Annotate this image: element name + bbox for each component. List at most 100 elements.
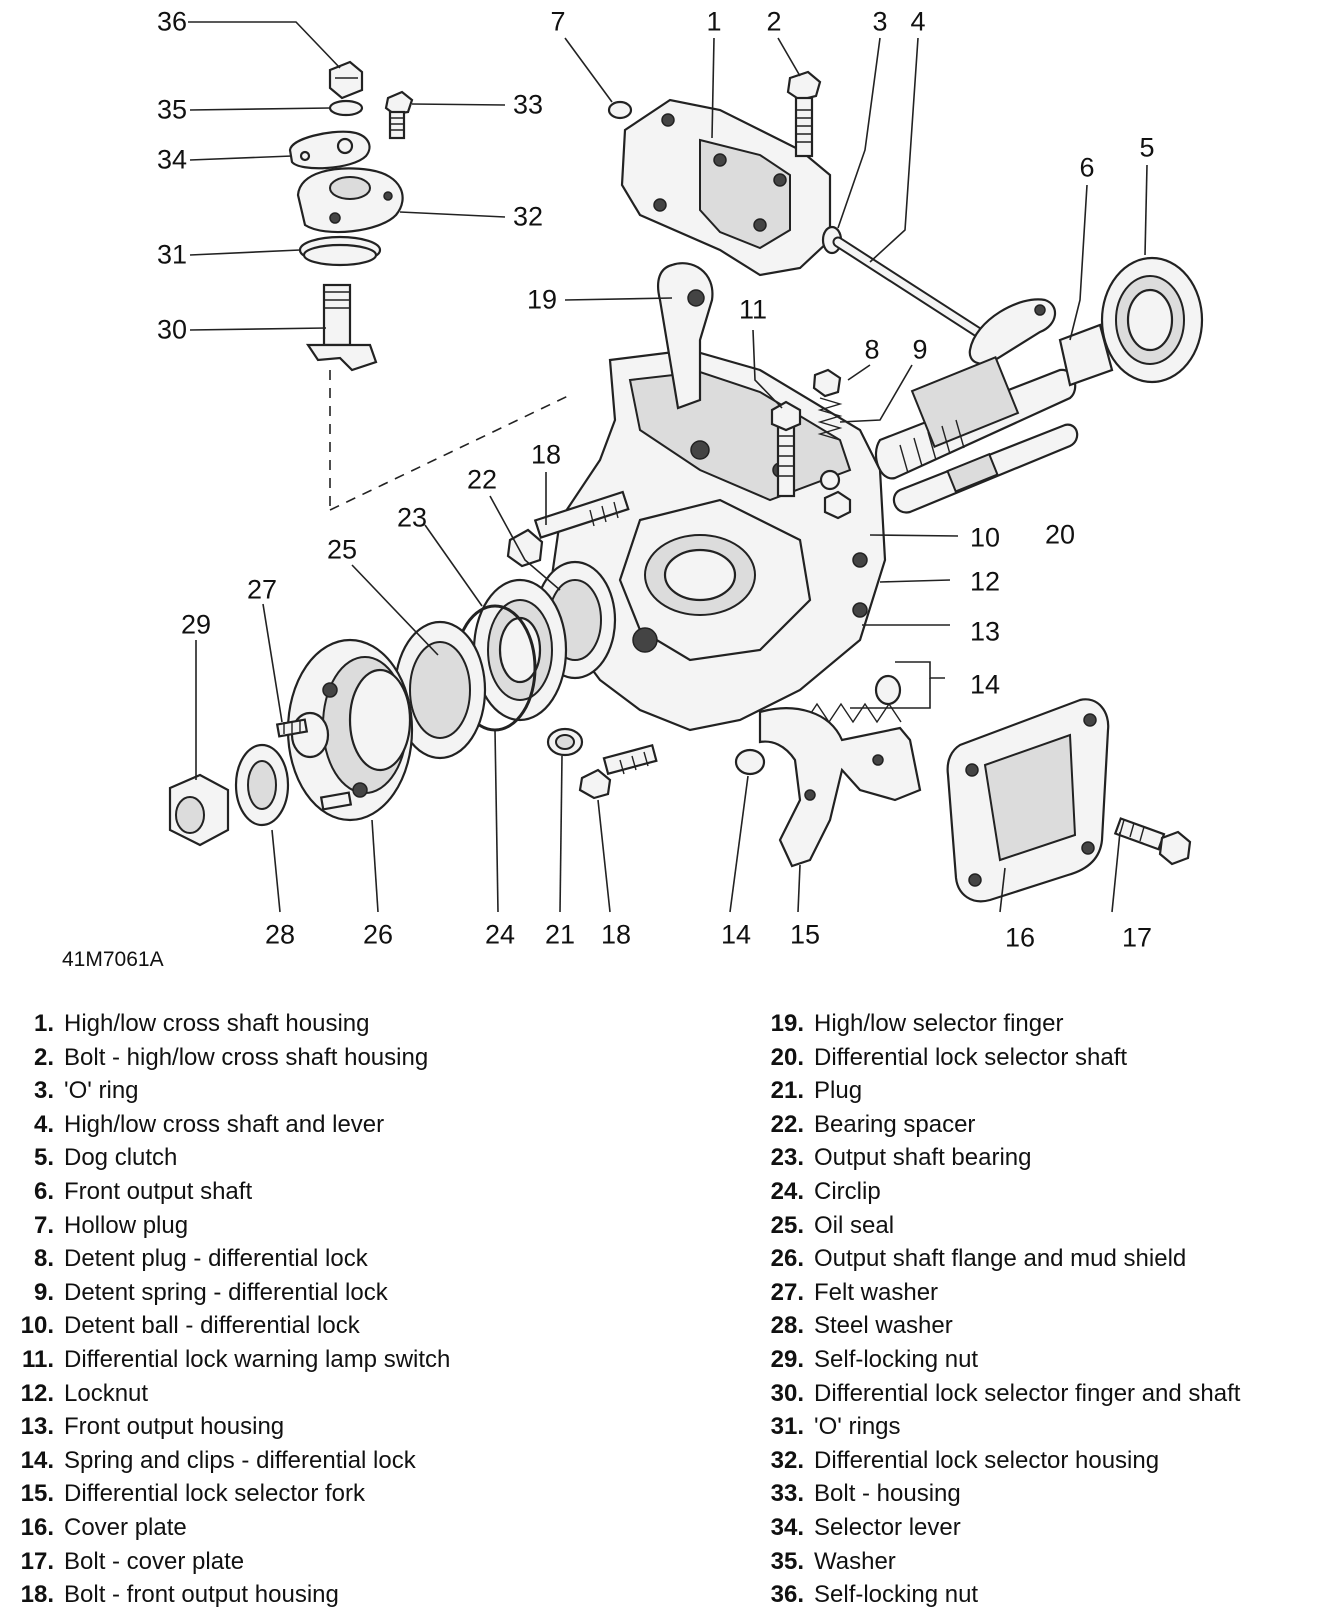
callout-21: 21 [544, 919, 576, 950]
callout-33: 33 [512, 89, 544, 120]
figure-id: 41M7061A [62, 948, 164, 971]
part-6-front-output-shaft [874, 323, 1114, 480]
legend-number: 13. [20, 1413, 54, 1441]
part-2-bolt [786, 70, 822, 158]
legend-number: 36. [770, 1581, 804, 1609]
part-20-diff-lock-selector-shaft [892, 423, 1079, 514]
callout-14-lower: 14 [720, 919, 752, 950]
legend-text: Output shaft bearing [814, 1144, 1032, 1172]
legend-text: Differential lock selector finger and sh… [814, 1379, 1241, 1407]
callout-22: 22 [466, 464, 498, 495]
legend-number: 26. [770, 1245, 804, 1273]
part-30-selector-finger-and-shaft [305, 283, 378, 372]
callout-13: 13 [969, 616, 1001, 647]
callout-18-lower: 18 [600, 919, 632, 950]
legend-number: 3. [33, 1077, 54, 1105]
legend-item: 10.Detent ball - differential lock [0, 1309, 600, 1343]
legend-number: 23. [770, 1144, 804, 1172]
legend-item: 8.Detent plug - differential lock [0, 1242, 600, 1276]
callout-32: 32 [512, 201, 544, 232]
part-19-high-low-selector-finger [656, 262, 714, 410]
legend-text: Bearing spacer [814, 1110, 976, 1138]
legend-text: 'O' ring [64, 1077, 139, 1105]
part-26-flange-and-mud-shield [286, 638, 414, 822]
legend-item: 16. Cover plate [0, 1511, 600, 1545]
legend-number: 34. [770, 1513, 804, 1541]
legend-number: 29. [770, 1345, 804, 1373]
part-18-bolt-lower [578, 743, 658, 800]
legend-item: 11.Differential lock warning lamp switch [0, 1343, 600, 1377]
legend-item: 26.Output shaft flange and mud shield [760, 1242, 1344, 1276]
callout-25: 25 [326, 534, 358, 565]
legend-item: 9.Detent spring - differential lock [0, 1276, 600, 1310]
legend-item: 21.Plug [760, 1074, 1344, 1108]
legend-number: 25. [770, 1211, 804, 1239]
callout-31: 31 [156, 239, 188, 270]
callout-9: 9 [912, 334, 928, 365]
legend-item: 20.Differential lock selector shaft [760, 1041, 1344, 1075]
part-36-self-locking-nut [328, 60, 364, 100]
legend-text: Hollow plug [64, 1211, 189, 1239]
legend-number: 20. [770, 1043, 804, 1071]
callout-19: 19 [526, 284, 558, 315]
callout-2: 2 [766, 6, 782, 37]
legend-text: Locknut [64, 1379, 149, 1407]
legend-item: 25.Oil seal [760, 1209, 1344, 1243]
part-34-selector-lever [288, 130, 371, 170]
callout-14: 14 [969, 669, 1001, 700]
legend-text: Detent plug - differential lock [64, 1245, 368, 1273]
part-16-cover-plate [946, 698, 1110, 903]
legend-text: Cover plate [64, 1513, 187, 1541]
legend-number: 16. [20, 1513, 54, 1541]
legend-item: 31.'O' rings [760, 1410, 1344, 1444]
callout-24: 24 [484, 919, 516, 950]
legend-item: 28. Steel washer [760, 1309, 1344, 1343]
legend-text: Spring and clips - differential lock [64, 1446, 416, 1474]
callout-3: 3 [872, 6, 888, 37]
legend-item: 5.Dog clutch [0, 1141, 600, 1175]
part-17-bolt-cover-plate [1113, 817, 1192, 866]
legend-item: 35.Washer [760, 1545, 1344, 1579]
legend-text: Bolt - front output housing [64, 1581, 339, 1609]
legend-item: 18. Bolt - front output housing [0, 1578, 600, 1612]
callout-30: 30 [156, 314, 188, 345]
legend-text: 'O' rings [814, 1413, 901, 1441]
legend-item: 15.Differential lock selector fork [0, 1477, 600, 1511]
legend-number: 28. [770, 1312, 804, 1340]
legend-text: Bolt - housing [814, 1480, 961, 1508]
callout-7: 7 [550, 6, 566, 37]
callout-29: 29 [180, 609, 212, 640]
legend-item: 24.Circlip [760, 1175, 1344, 1209]
legend-item: 12.Locknut [0, 1377, 600, 1411]
part-15-diff-lock-selector-fork [758, 707, 922, 868]
callout-16: 16 [1004, 922, 1036, 953]
legend-number: 4. [33, 1110, 54, 1138]
legend-text: Differential lock selector fork [64, 1480, 366, 1508]
legend-item: 1.High/low cross shaft housing [0, 1007, 600, 1041]
callout-27: 27 [246, 574, 278, 605]
legend-text: Circlip [814, 1177, 881, 1205]
legend-number: 1. [33, 1010, 54, 1037]
callout-15: 15 [789, 919, 821, 950]
legend-item: 36. Self-locking nut [760, 1578, 1344, 1612]
part-9-detent-spring [817, 397, 843, 441]
legend-item: 2.Bolt - high/low cross shaft housing [0, 1041, 600, 1075]
legend-right-column: 19.High/low selector finger 20.Different… [760, 1007, 1344, 1612]
legend-item: 7.Hollow plug [0, 1209, 600, 1243]
callout-11: 11 [738, 294, 768, 325]
legend-item: 30.Differential lock selector finger and… [760, 1377, 1344, 1411]
callout-17: 17 [1121, 922, 1153, 953]
legend-number: 9. [33, 1278, 54, 1306]
legend-text: Self-locking nut [814, 1581, 979, 1609]
legend-number: 18. [20, 1581, 54, 1609]
legend-text: Steel washer [814, 1312, 953, 1340]
callout-18: 18 [530, 439, 562, 470]
callout-23: 23 [396, 502, 428, 533]
part-5-dog-clutch [1100, 256, 1204, 384]
legend-item: 33.Bolt - housing [760, 1477, 1344, 1511]
part-4-cross-shaft-and-lever [832, 236, 1056, 365]
legend-item: 3. 'O' ring [0, 1074, 600, 1108]
part-10-detent-ball [819, 469, 841, 491]
legend-item: 32.Differential lock selector housing [760, 1444, 1344, 1478]
legend-text: Bolt - cover plate [64, 1547, 245, 1575]
